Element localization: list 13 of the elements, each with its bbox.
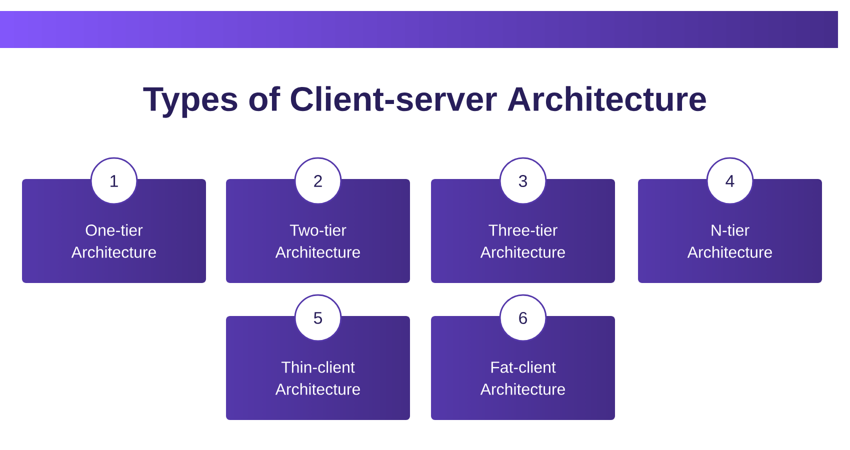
node-label: Three-tier Architecture xyxy=(480,224,565,258)
node-label: Thin-client Architecture xyxy=(275,361,360,395)
node-label: Fat-client Architecture xyxy=(480,361,565,395)
node-label: N-tier Architecture xyxy=(687,224,772,258)
numbered-card: 3 Three-tier Architecture xyxy=(480,157,565,258)
numbered-card: 1 One-tier Architecture xyxy=(71,157,156,258)
numbered-card: 2 Two-tier Architecture xyxy=(275,157,360,258)
numbered-card: 4 N-tier Architecture xyxy=(687,157,772,258)
node-label: Two-tier Architecture xyxy=(275,224,360,258)
numbered-card: 5 Thin-client Architecture xyxy=(275,294,360,395)
numbered-card: 6 Fat-client Architecture xyxy=(480,294,565,395)
title: Types of Client-server Architecture xyxy=(143,86,706,118)
node-label: One-tier Architecture xyxy=(71,224,156,258)
